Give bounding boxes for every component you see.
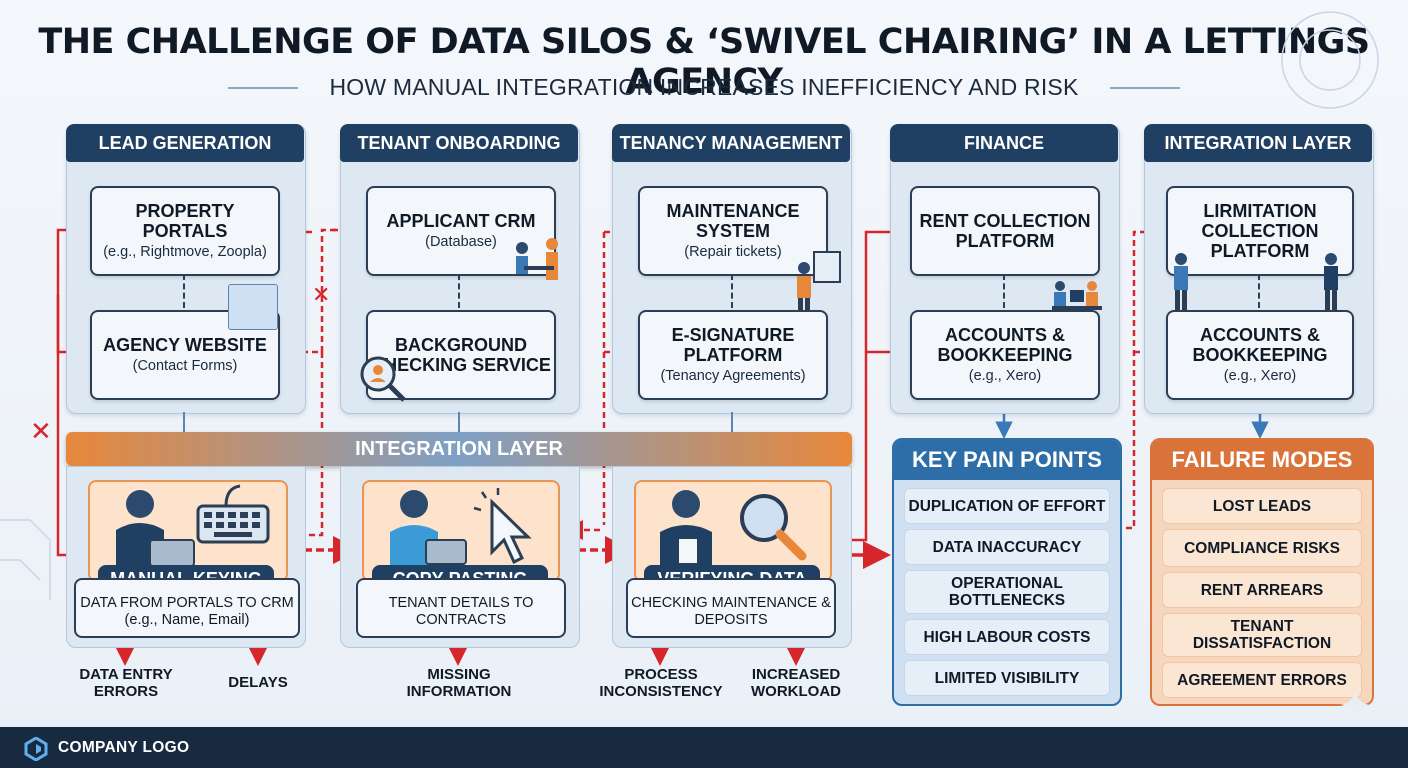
company-logo-icon: [24, 736, 48, 762]
box-note: (e.g., Xero): [1223, 368, 1297, 384]
box-title: LIRMITATION COLLECTION PLATFORM: [1201, 201, 1319, 261]
pain-point-item: DATA INACCURACY: [904, 529, 1110, 565]
connector-dash: [458, 274, 460, 308]
effect-label: MISSING INFORMATION: [406, 666, 512, 700]
failure-mode-item: TENANT DISSATISFACTION: [1162, 613, 1362, 657]
box-title: ACCOUNTS & BOOKKEEPING: [937, 325, 1073, 365]
column-heading: INTEGRATION LAYER: [1144, 124, 1372, 162]
column-heading: TENANCY MANAGEMENT: [612, 124, 850, 162]
pain-point-item: LIMITED VISIBILITY: [904, 660, 1110, 696]
effect-label: INCREASED WORKLOAD: [751, 666, 841, 700]
effect-label: DELAYS: [228, 674, 288, 691]
page-title: THE CHALLENGE OF DATA SILOS & ‘SWIVEL CH…: [38, 22, 1370, 102]
person-icon: [1320, 252, 1342, 310]
connector-dash: [1003, 274, 1005, 308]
effect-label: DATA ENTRY ERRORS: [79, 666, 173, 700]
agency-website-box[interactable]: AGENCY WEBSITE (Contact Forms): [90, 310, 280, 400]
page-subtitle: HOW MANUAL INTEGRATION INCREASES INEFFIC…: [329, 74, 1079, 100]
box-note: (Database): [425, 234, 497, 250]
person-icon: [1170, 252, 1192, 310]
pain-point-item: OPERATIONAL BOTTLENECKS: [904, 570, 1110, 614]
activity-detail: DATA FROM PORTALS TO CRM (e.g., Name, Em…: [74, 578, 300, 638]
rent-collection-box[interactable]: RENT COLLECTION PLATFORM: [910, 186, 1100, 276]
box-title: APPLICANT CRM: [386, 211, 536, 231]
accounts-bookkeeping-box-2[interactable]: ACCOUNTS & BOOKKEEPING (e.g., Xero): [1166, 310, 1354, 400]
box-title: AGENCY WEBSITE: [103, 335, 267, 355]
activity-detail: CHECKING MAINTENANCE & DEPOSITS: [626, 578, 836, 638]
subtitle-rule-left: [228, 87, 298, 89]
integration-layer-bar: INTEGRATION LAYER: [66, 432, 852, 466]
sparkle-icon: [1340, 690, 1370, 720]
subtitle-rule-right: [1110, 87, 1180, 89]
panel-heading: KEY PAIN POINTS: [894, 440, 1120, 480]
x-mark-icon: ✕: [312, 283, 330, 308]
failure-mode-item: LOST LEADS: [1162, 488, 1362, 524]
column-heading: TENANT ONBOARDING: [340, 124, 578, 162]
box-note: (e.g., Rightmove, Zoopla): [103, 244, 267, 260]
accounts-bookkeeping-box[interactable]: ACCOUNTS & BOOKKEEPING (e.g., Xero): [910, 310, 1100, 400]
panel-heading: FAILURE MODES: [1152, 440, 1372, 480]
limitation-collection-box[interactable]: LIRMITATION COLLECTION PLATFORM: [1166, 186, 1354, 276]
technician-icon: [788, 250, 844, 316]
applicant-crm-box[interactable]: APPLICANT CRM (Database): [366, 186, 556, 276]
footer-bar: [0, 727, 1408, 768]
maintenance-system-box[interactable]: MAINTENANCE SYSTEM (Repair tickets): [638, 186, 828, 276]
office-people-icon: [508, 236, 568, 284]
box-title: MAINTENANCE SYSTEM: [666, 201, 800, 241]
background-checking-box[interactable]: BACKGROUND CHECKING SERVICE: [366, 310, 556, 400]
connector-line: [731, 412, 733, 432]
documents-icon: [228, 284, 278, 330]
connector-dash: [1258, 274, 1260, 308]
connector-dash: [731, 274, 733, 308]
box-note: (Contact Forms): [132, 358, 238, 374]
failure-mode-item: COMPLIANCE RISKS: [1162, 529, 1362, 567]
box-note: (Tenancy Agreements): [660, 368, 806, 384]
box-note: (e.g., Xero): [968, 368, 1042, 384]
x-mark-icon: ✕: [30, 417, 52, 447]
magnifier-person-icon: [356, 352, 408, 404]
failure-modes-panel: FAILURE MODES LOST LEADS COMPLIANCE RISK…: [1150, 438, 1374, 706]
box-note: (Repair tickets): [684, 244, 782, 260]
box-title: RENT COLLECTION PLATFORM: [919, 211, 1091, 251]
failure-mode-item: RENT ARREARS: [1162, 572, 1362, 608]
column-heading: FINANCE: [890, 124, 1118, 162]
connector-line: [183, 412, 185, 432]
box-title: ACCOUNTS & BOOKKEEPING: [1192, 325, 1328, 365]
box-title: E-SIGNATURE PLATFORM: [671, 325, 795, 365]
e-signature-box[interactable]: E-SIGNATURE PLATFORM (Tenancy Agreements…: [638, 310, 828, 400]
failure-mode-item: AGREEMENT ERRORS: [1162, 662, 1362, 698]
company-logo-text: COMPANY LOGO: [58, 739, 190, 756]
box-title: BACKGROUND CHECKING SERVICE: [371, 335, 551, 375]
column-heading: LEAD GENERATION: [66, 124, 304, 162]
pain-point-item: HIGH LABOUR COSTS: [904, 619, 1110, 655]
property-portals-box[interactable]: PROPERTY PORTALS (e.g., Rightmove, Zoopl…: [90, 186, 280, 276]
key-pain-points-panel: KEY PAIN POINTS DUPLICATION OF EFFORT DA…: [892, 438, 1122, 706]
circuit-decoration: [0, 11, 1379, 600]
pain-point-item: DUPLICATION OF EFFORT: [904, 488, 1110, 524]
effect-label: PROCESS INCONSISTENCY: [599, 666, 723, 700]
finance-team-icon: [1048, 276, 1106, 320]
box-title: PROPERTY PORTALS: [135, 201, 235, 241]
connector-line: [458, 412, 460, 432]
activity-detail: TENANT DETAILS TO CONTRACTS: [356, 578, 566, 638]
connector-dash: [183, 274, 185, 308]
